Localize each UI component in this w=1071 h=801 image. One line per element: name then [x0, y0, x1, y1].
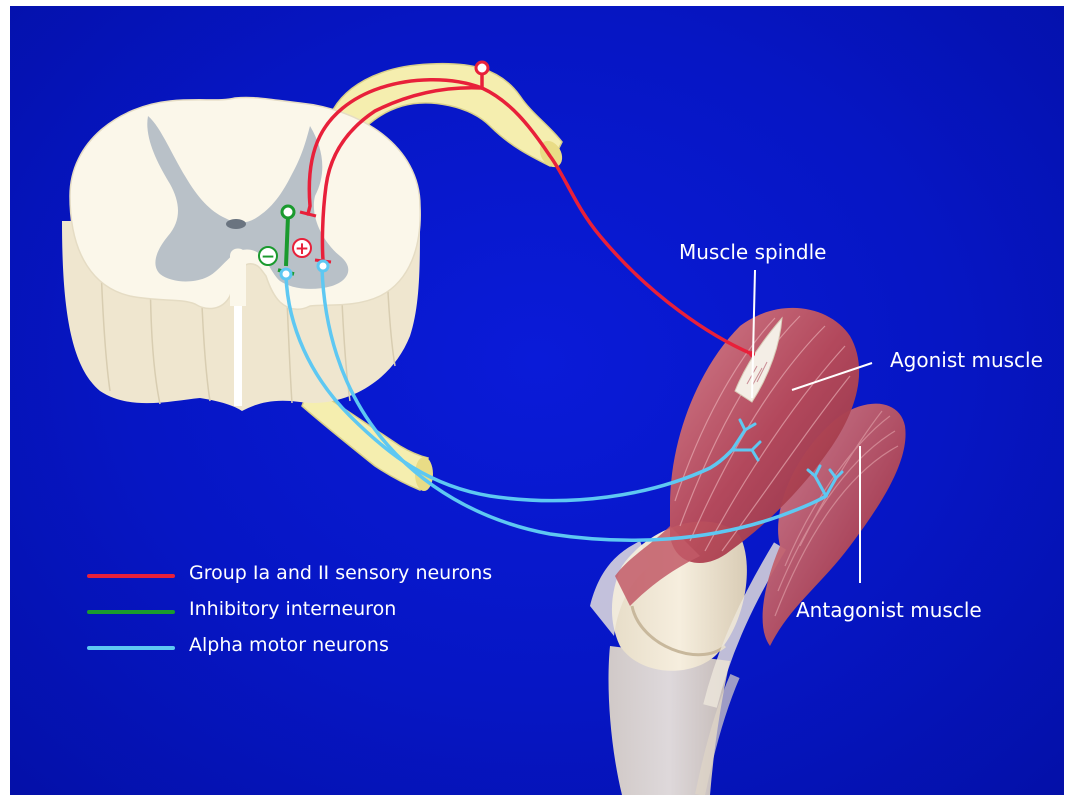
legend-swatch-motor	[87, 646, 175, 650]
legend-swatch-sensory	[87, 574, 175, 578]
antagonist-muscle-label: Antagonist muscle	[796, 598, 982, 622]
svg-text:+: +	[295, 239, 309, 259]
excitatory-synapse-symbol: +	[293, 239, 311, 259]
legend-label-interneuron: Inhibitory interneuron	[189, 598, 396, 620]
spinal-cord	[62, 97, 420, 411]
legend-label-sensory: Group Ia and II sensory neurons	[189, 562, 492, 584]
reflex-arc-illustration: + −	[10, 6, 1064, 795]
svg-text:−: −	[261, 247, 275, 267]
legend-swatch-interneuron	[87, 610, 175, 614]
agonist-muscle-label: Agonist muscle	[890, 348, 1043, 372]
muscle-spindle-label: Muscle spindle	[679, 240, 826, 264]
legend-label-motor: Alpha motor neurons	[189, 634, 389, 656]
inhibitory-synapse-symbol: −	[259, 247, 277, 267]
diagram-slide: + − Muscle spindle Agonist muscle Antago…	[10, 6, 1064, 795]
